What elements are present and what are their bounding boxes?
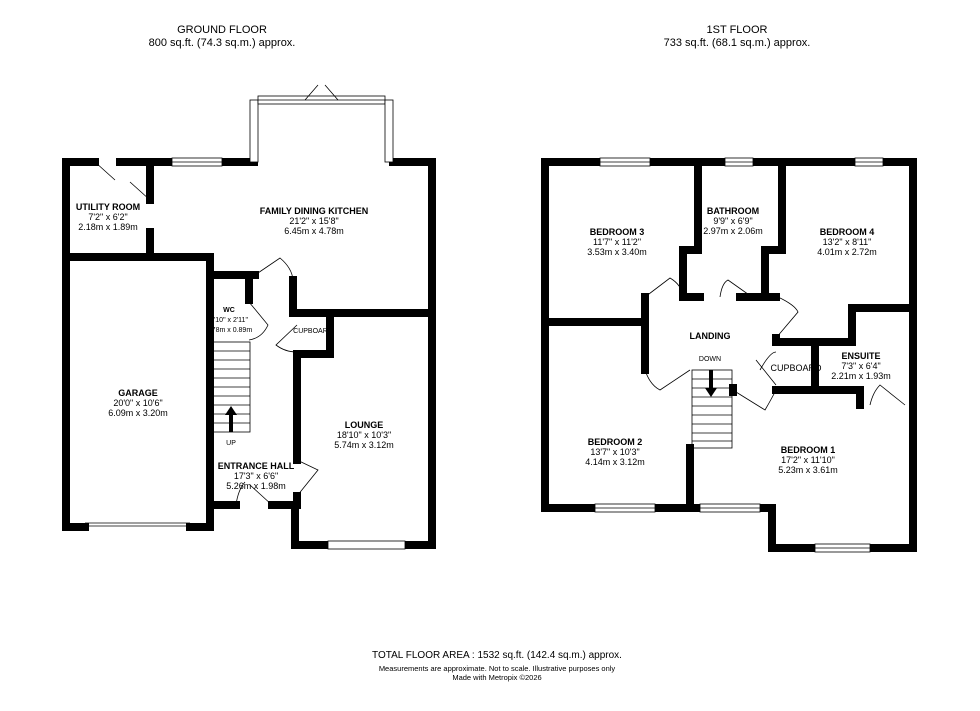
stairs-up-arrow-icon [225,406,237,432]
ground-floor-title: GROUND FLOOR [177,24,267,36]
ground-floor-header: GROUND FLOOR 800 sq.ft. (74.3 sq.m.) app… [149,24,296,50]
ground-cupboard-label: CUPBOARD [293,328,333,335]
ground-floor-area: 800 sq.ft. (74.3 sq.m.) approx. [148,37,296,49]
ground-floor-doors [94,161,319,506]
first-floor-windows [594,157,884,553]
credit: Made with Metropix ©2026 [452,673,542,682]
first-floor-walls [541,158,917,552]
first-floor-doors [644,277,906,411]
first-floor-title: 1ST FLOOR [706,24,768,36]
ground-floor-windows [171,84,406,550]
first-cupboard-label: CUPBOARD [770,363,822,373]
landing-label: LANDING [689,331,731,341]
disclaimer: Measurements are approximate. Not to sca… [378,664,616,673]
stairs-down-label: DOWN [698,356,722,363]
first-floor-header: 1ST FLOOR 733 sq.ft. (68.1 sq.m.) approx… [664,24,811,50]
ground-floor-walls [62,158,436,549]
stairs-down-arrow-icon [705,370,717,397]
first-floor-area: 733 sq.ft. (68.1 sq.m.) approx. [663,37,811,49]
total-floor-area: TOTAL FLOOR AREA : 1532 sq.ft. (142.4 sq… [372,650,622,661]
first-floor-stairs [691,369,733,449]
ground-floor-stairs [211,341,251,433]
stairs-up-label: UP [226,440,236,447]
